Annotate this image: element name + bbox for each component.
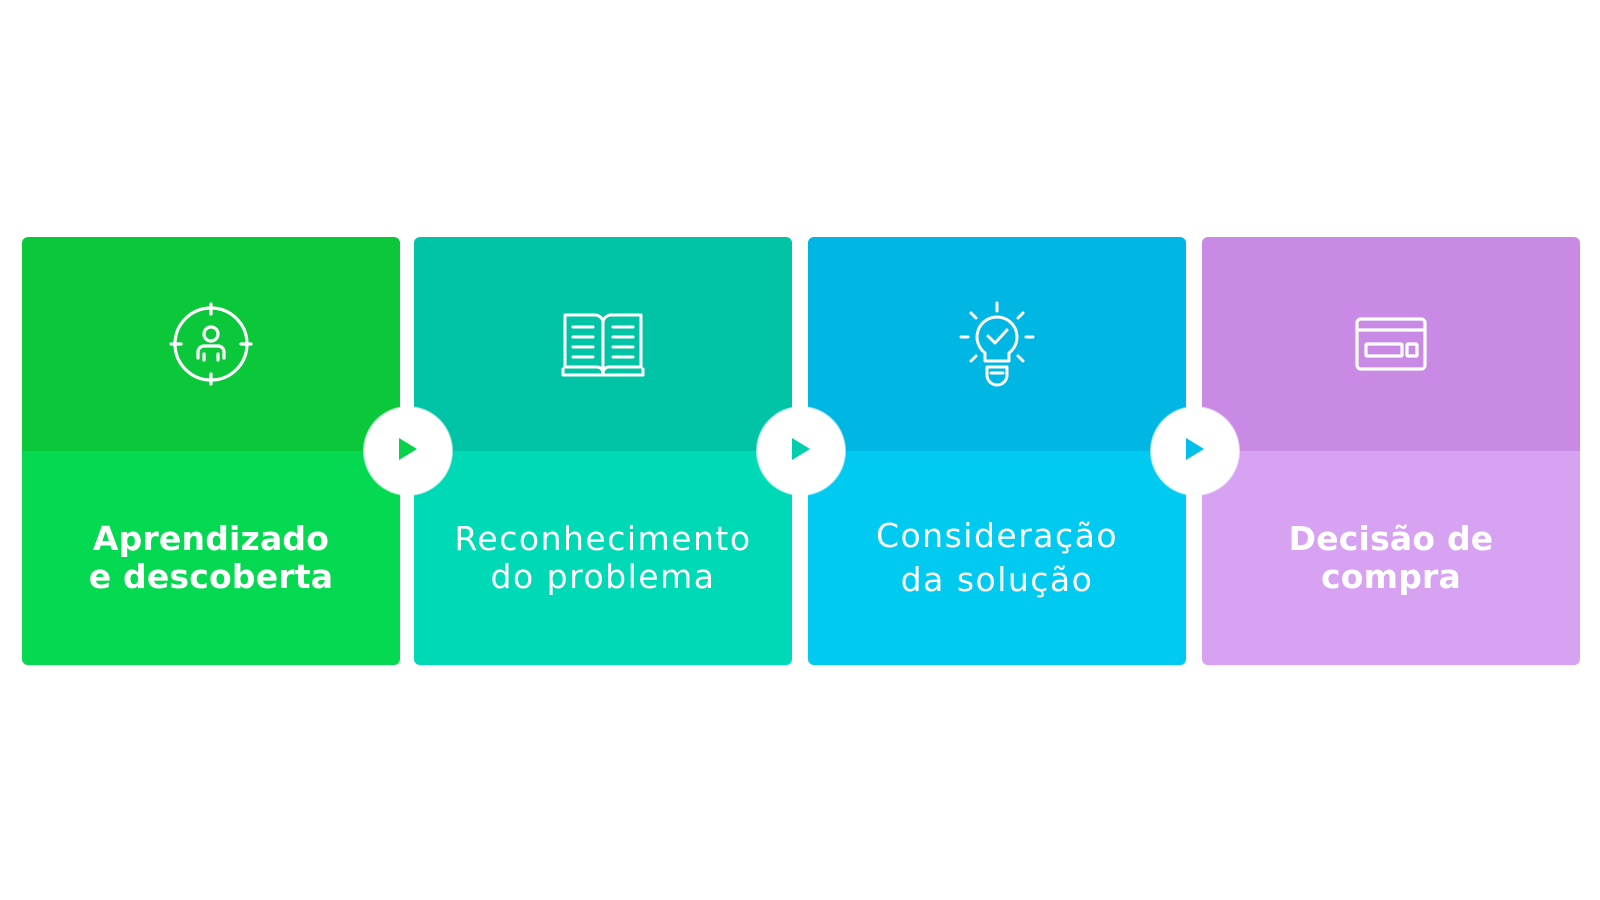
- play-arrow-icon: [396, 436, 420, 466]
- play-arrow-icon: [1183, 436, 1207, 466]
- stage-icon-area: [22, 237, 400, 451]
- stage-purchase-decision: Decisão de compra: [1202, 237, 1580, 665]
- stage-label-line-1: Consideração: [875, 516, 1119, 555]
- stage-icon-area: [808, 237, 1186, 451]
- next-stage-arrow-2: [757, 407, 845, 495]
- credit-card-icon: [1354, 316, 1428, 372]
- next-stage-arrow-1: [364, 407, 452, 495]
- stage-solution-consideration: Consideração da solução: [808, 237, 1186, 665]
- stage-label-line-2: do problema: [490, 557, 716, 596]
- open-book-icon: [561, 309, 645, 379]
- stage-label-area: Aprendizado e descoberta: [22, 451, 400, 665]
- play-arrow-icon: [789, 436, 813, 466]
- stage-label-line-1: Decisão de: [1288, 519, 1494, 558]
- stage-label-line-1: Reconhecimento: [454, 519, 752, 558]
- stage-icon-area: [414, 237, 792, 451]
- stage-learning-discovery: Aprendizado e descoberta: [22, 237, 400, 665]
- lightbulb-check-icon: [957, 301, 1037, 387]
- target-person-icon: [169, 302, 253, 386]
- stage-problem-recognition: Reconhecimento do problema: [414, 237, 792, 665]
- stage-label-line-2: compra: [1321, 557, 1461, 596]
- stage-label-line-2: e descoberta: [88, 557, 334, 596]
- next-stage-arrow-3: [1151, 407, 1239, 495]
- stage-label-area: Consideração da solução: [808, 451, 1186, 665]
- stage-label-area: Decisão de compra: [1202, 451, 1580, 665]
- stage-icon-area: [1202, 237, 1580, 451]
- stage-label-line-2: da solução: [900, 560, 1094, 599]
- stage-label-area: Reconhecimento do problema: [414, 451, 792, 665]
- stage-label-line-1: Aprendizado: [92, 519, 330, 558]
